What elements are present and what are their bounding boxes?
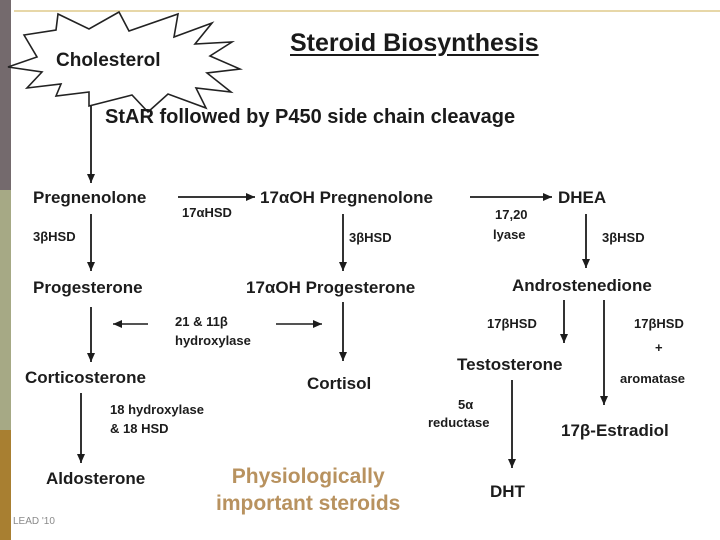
cholesterol-burst-shape	[7, 10, 244, 114]
molecule-17b-estradiol: 17β-Estradiol	[561, 421, 669, 440]
molecule-aldosterone: Aldosterone	[46, 469, 146, 488]
enzyme-aromatase: aromatase	[620, 371, 686, 386]
enzyme-3b-hsd-middle: 3βHSD	[349, 230, 392, 245]
side-bar-middle	[0, 190, 11, 430]
enzyme-18-hydroxylase-line1: 18 hydroxylase	[110, 402, 204, 417]
enzyme-18-hydroxylase-line2: & 18 HSD	[110, 421, 169, 436]
enzyme-1720-lyase-line1: 17,20	[495, 207, 528, 222]
star-step-label: StAR followed by P450 side chain cleavag…	[105, 106, 516, 128]
molecule-corticosterone: Corticosterone	[25, 368, 146, 387]
molecule-androstenedione: Androstenedione	[512, 276, 652, 295]
corner-logo-text: LEAD '10	[13, 516, 55, 527]
molecule-testosterone: Testosterone	[457, 355, 563, 374]
physiologically-important-line2: important steroids	[216, 492, 401, 515]
molecule-17oh-progesterone: 17αOH Progesterone	[246, 278, 416, 297]
side-bar-bottom	[0, 430, 11, 540]
enzyme-17b-hsd-right: 17βHSD	[634, 316, 684, 331]
enzyme-17a-hsd: 17αHSD	[182, 205, 232, 220]
enzyme-hydroxylase-line1: 21 & 11β	[175, 314, 228, 329]
top-rule	[14, 10, 720, 12]
enzyme-3b-hsd-right: 3βHSD	[602, 230, 645, 245]
molecule-progesterone: Progesterone	[33, 278, 143, 297]
enzyme-17b-hsd-left: 17βHSD	[487, 316, 537, 331]
molecule-cortisol: Cortisol	[307, 374, 372, 393]
molecule-17oh-pregnenolone: 17αOH Pregnenolone	[260, 188, 433, 207]
molecule-pregnenolone: Pregnenolone	[33, 188, 147, 207]
cholesterol-label: Cholesterol	[56, 50, 161, 71]
physiologically-important-line1: Physiologically	[231, 465, 385, 488]
page-title: Steroid Biosynthesis	[290, 29, 539, 57]
enzyme-plus-sign: +	[655, 340, 663, 355]
enzyme-hydroxylase-line2: hydroxylase	[175, 333, 251, 348]
physiologically-important-label: Physiologically important steroids	[216, 463, 400, 517]
side-bar-top	[0, 0, 11, 190]
enzyme-5a-reductase-line2: reductase	[428, 415, 490, 430]
enzyme-3b-hsd-left: 3βHSD	[33, 229, 76, 244]
enzyme-1720-lyase-line2: lyase	[493, 227, 526, 242]
enzyme-5a-reductase-line1: 5α	[458, 397, 474, 412]
molecule-dht: DHT	[490, 482, 525, 501]
molecule-dhea: DHEA	[558, 188, 607, 207]
